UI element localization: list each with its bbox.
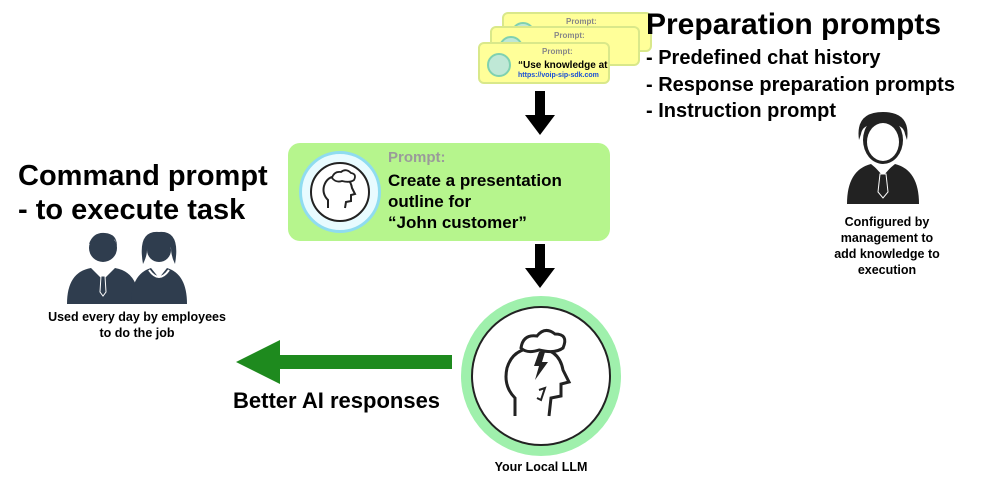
head-icon: [487, 53, 511, 77]
prompt-body: Create a presentation outline for “John …: [388, 170, 598, 233]
local-llm-node: [461, 296, 621, 456]
prompt-line: outline for: [388, 192, 472, 211]
command-title-line1: Command prompt: [18, 160, 268, 192]
caption-line: execution: [857, 263, 917, 277]
mini-card-text: “Use knowledge at: [518, 60, 608, 71]
caption-line: management to: [840, 231, 934, 245]
output-label: Better AI responses: [233, 388, 441, 413]
llm-caption: Your Local LLM: [494, 460, 588, 474]
preparation-title: Preparation prompts: [646, 8, 942, 41]
mini-card-label: Prompt:: [554, 31, 585, 40]
preparation-item-chat-history: - Predefined chat history: [646, 47, 881, 69]
llm-head-icon: [471, 306, 611, 446]
thinking-head-icon: [299, 151, 381, 233]
mini-card-label: Prompt:: [566, 17, 597, 26]
down-arrow-icon: [525, 91, 555, 135]
employees-icon: [67, 231, 187, 304]
command-prompt-box: Prompt: Create a presentation outline fo…: [288, 143, 610, 241]
preparation-item-instruction: - Instruction prompt: [646, 100, 836, 122]
caption-line: Used every day by employees: [48, 310, 226, 324]
command-title-line2: - to execute task: [18, 194, 246, 226]
manager-caption: Configured by management to add knowledg…: [812, 214, 962, 278]
employees-caption: Used every day by employees to do the jo…: [18, 309, 256, 341]
caption-line: add knowledge to: [834, 247, 940, 261]
caption-line: Configured by: [844, 215, 930, 229]
output-arrow-icon: [236, 340, 452, 384]
caption-line: to do the job: [99, 326, 175, 340]
mini-card-link: https://voip-sip-sdk.com: [518, 72, 599, 79]
prompt-line: Create a presentation: [388, 171, 562, 190]
manager-icon: [847, 112, 919, 204]
mini-card-label: Prompt:: [542, 47, 573, 56]
down-arrow-icon: [525, 244, 555, 288]
preparation-item-response-prep: - Response preparation prompts: [646, 74, 955, 96]
prompt-label: Prompt:: [388, 149, 446, 166]
mini-prompt-card-front: Prompt: “Use knowledge at https://voip-s…: [478, 42, 610, 84]
prompt-line: “John customer”: [388, 213, 527, 232]
